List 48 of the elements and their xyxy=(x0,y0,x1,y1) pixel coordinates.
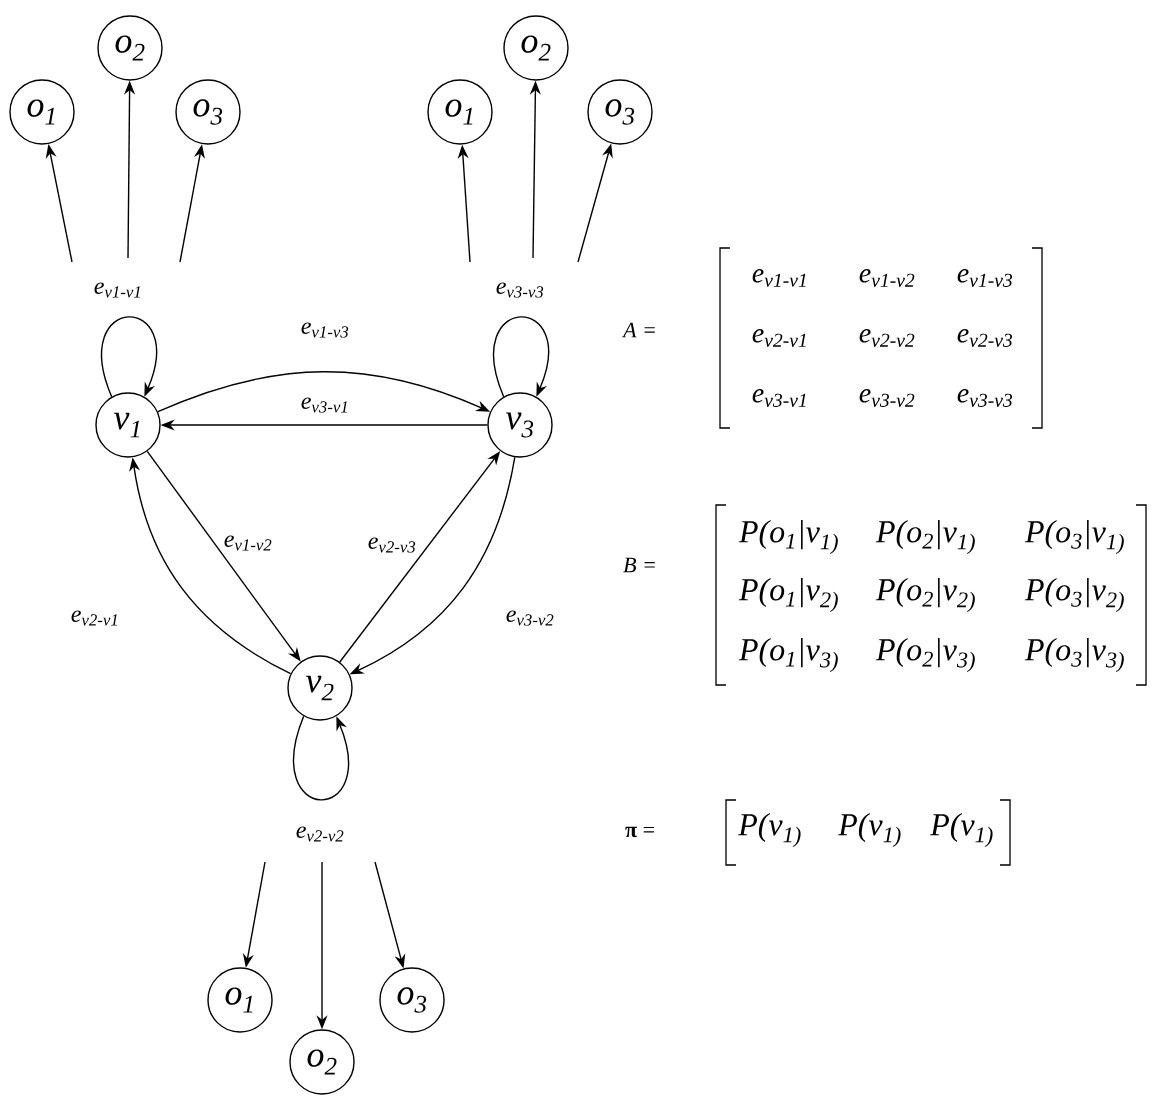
matrix-entry: P(o$_{3}$|v$_{1)}$ xyxy=(1024,520,1124,554)
circle-node: v$_{3}$ xyxy=(487,392,553,458)
matrix-entry: P(o$_{1}$|v$_{2)}$ xyxy=(738,578,838,612)
matrix-entry: e$_{v3-v3}$ xyxy=(957,389,1013,407)
matrix-entry: P(o$_{3}$|v$_{2)}$ xyxy=(1024,578,1124,612)
circle-node: o$_{1}$ xyxy=(9,79,75,145)
circle-node: o$_{3}$ xyxy=(379,967,445,1033)
matrix-entry: P(o$_{2}$|v$_{1)}$ xyxy=(875,520,975,554)
loop-arrow xyxy=(492,316,550,398)
circle-node: o$_{2}$ xyxy=(289,1029,355,1095)
matrix-entry: e$_{v2-v3}$ xyxy=(957,329,1013,347)
matrix-entry: P(o$_{1}$|v$_{3)}$ xyxy=(738,638,838,672)
matrix-entry: e$_{v1-v3}$ xyxy=(957,269,1013,287)
matrix-entry: e$_{v2-v2}$ xyxy=(859,329,915,347)
equation-label: π = xyxy=(625,826,654,838)
edge-label: e$_{v3-v1}$ xyxy=(299,396,351,414)
edge-label: e$_{v2-v3}$ xyxy=(366,536,418,554)
edge-label: e$_{v1-v2}$ xyxy=(222,534,274,552)
matrix-entry: P(o$_{1}$|v$_{1)}$ xyxy=(738,520,838,554)
edge-label: e$_{v2-v1}$ xyxy=(69,609,121,627)
circle-node: o$_{3}$ xyxy=(175,79,241,145)
matrix-entry: P(o$_{3}$|v$_{3)}$ xyxy=(1024,638,1124,672)
matrix-entry: P(o$_{2}$|v$_{2)}$ xyxy=(875,578,975,612)
circle-node: o$_{3}$ xyxy=(587,79,653,145)
matrix-entry: P(v$_{1)}$ xyxy=(838,813,901,847)
edge-label: e$_{v1-v3}$ xyxy=(299,321,351,339)
matrix-entry: e$_{v3-v1}$ xyxy=(752,389,806,407)
matrix-entry: e$_{v1-v2}$ xyxy=(859,269,915,287)
edge-label: e$_{v2-v2}$ xyxy=(294,825,346,843)
circle-node: o$_{2}$ xyxy=(503,15,569,81)
matrix-entry: e$_{v3-v2}$ xyxy=(859,389,915,407)
matrix-entry: e$_{v2-v1}$ xyxy=(752,329,806,347)
equation-label: B = xyxy=(623,557,655,573)
circle-node: o$_{2}$ xyxy=(97,15,163,81)
matrix-entry: P(o$_{2}$|v$_{3)}$ xyxy=(875,638,975,672)
matrix-entry: e$_{v1-v1}$ xyxy=(752,269,806,287)
matrix-entry: P(v$_{1)}$ xyxy=(930,813,993,847)
edge-label: e$_{v3-v3}$ xyxy=(494,281,546,299)
circle-node: v$_{1}$ xyxy=(95,392,161,458)
equation-label: A = xyxy=(621,322,655,338)
loop-arrow xyxy=(100,316,158,398)
edge-label: e$_{v3-v2}$ xyxy=(504,609,556,627)
circle-node: o$_{1}$ xyxy=(427,79,493,145)
circle-node: v$_{2}$ xyxy=(287,655,353,721)
circle-node: o$_{1}$ xyxy=(207,967,273,1033)
loop-arrow xyxy=(292,715,350,801)
matrix-entry: P(v$_{1)}$ xyxy=(738,813,801,847)
edge-label: e$_{v1-v1}$ xyxy=(92,281,144,299)
